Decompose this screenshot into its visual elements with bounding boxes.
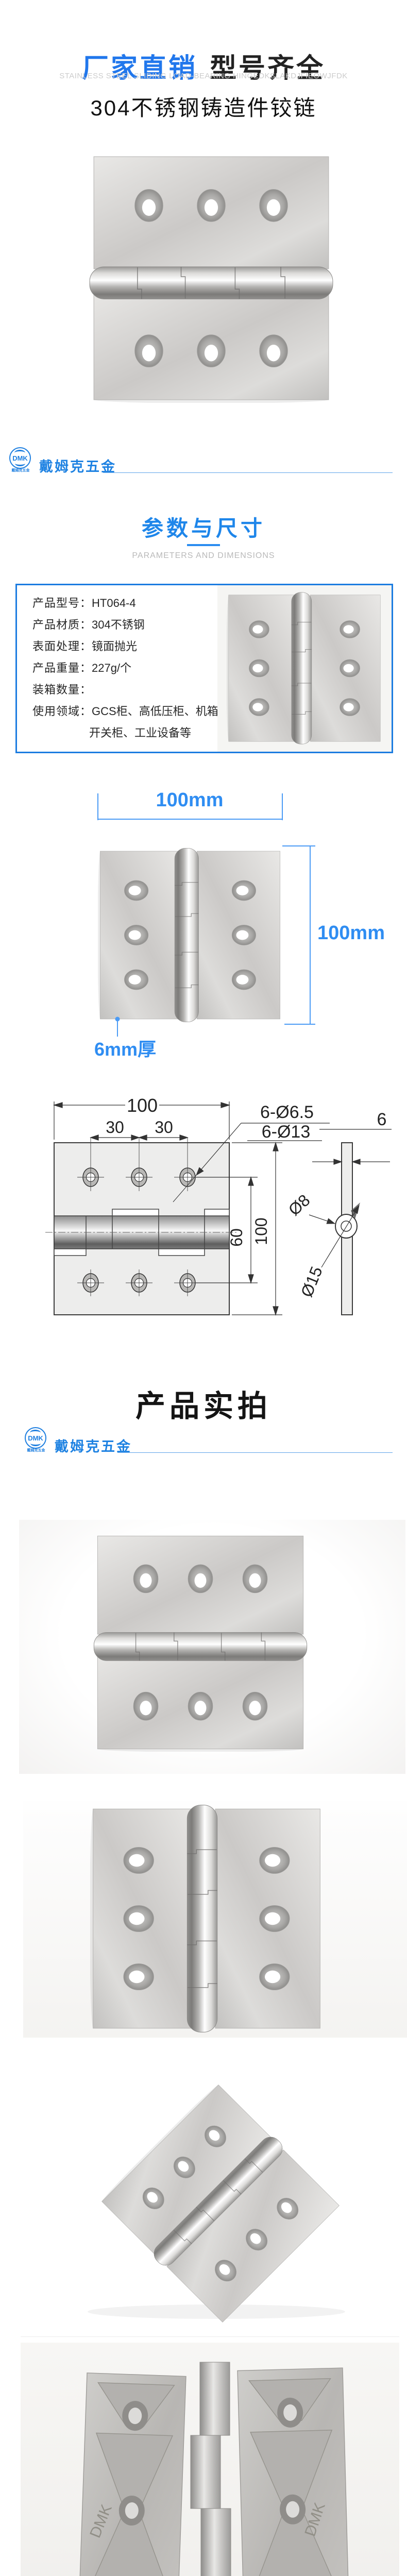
drawing-dim-pitch-left: 30 (106, 1118, 124, 1137)
spec-row-finish: 表面处理：镜面抛光 (32, 640, 138, 653)
gallery-photo-angled-hinge (88, 2074, 345, 2336)
spec-section-title: 参数与尺寸 (141, 516, 265, 540)
gallery-photo-vertical-hinge (90, 1802, 323, 2035)
gallery-photo-cast-back: DMK DMK (21, 2343, 399, 2576)
spec-section-subtitle-en: PARAMETERS AND DIMENSIONS (132, 551, 275, 560)
brand-divider (117, 1452, 393, 1453)
page-title-rest: 型号齐全 (210, 54, 326, 83)
spec-rows: 产品型号：HT064-4 产品材质：304不锈钢 表面处理：镜面抛光 产品重量：… (32, 596, 233, 747)
spec-table: 产品型号：HT064-4 产品材质：304不锈钢 表面处理：镜面抛光 产品重量：… (15, 584, 393, 753)
drawing-dim-width: 100 (127, 1095, 158, 1116)
gallery-title: 产品实拍 (135, 1389, 272, 1423)
drawing-dia-knuckle: Ø15 (297, 1264, 326, 1300)
page-title-highlight: 厂家直销 (81, 54, 197, 83)
brand-logo-abbr: DMK (28, 1434, 43, 1442)
spec-row-usage-cont: 开关柜、工业设备等 (89, 726, 192, 739)
spec-row-packing: 装箱数量： (32, 683, 92, 696)
main-product-photo (87, 154, 336, 403)
spec-row-weight: 产品重量：227g/个 (32, 662, 132, 674)
dim-thickness-label: 6mm厚 (94, 1039, 157, 1060)
drawing-callout-small-holes: 6-Ø6.5 (260, 1103, 314, 1122)
brand-logo-abbr: DMK (12, 454, 28, 462)
spec-row-material: 产品材质：304不锈钢 (32, 618, 145, 631)
brand-name: 戴姆克五金 (55, 1439, 132, 1454)
spec-photo-hinge (227, 590, 382, 746)
brand-logo-caption: 戴姆克五金 (27, 1449, 45, 1452)
spec-photo (217, 585, 392, 752)
brand-logo-icon: DMK (25, 1427, 46, 1449)
brand-name: 戴姆克五金 (39, 459, 116, 474)
technical-drawing: 100 30 30 6-Ø6.5 6-Ø13 60 100 (45, 1095, 392, 1316)
brand-logo-caption: 戴姆克五金 (11, 469, 30, 472)
cast-right-plate: DMK (237, 2367, 350, 2576)
page-subtitle-en: STAINLESS STEEL SLIDING LOAD-BEARING HIN… (59, 72, 348, 80)
dim-width-label: 100mm (156, 789, 224, 811)
drawing-dim-pitch-right: 30 (155, 1118, 173, 1137)
spec-section-underline (187, 544, 220, 546)
product-name: 304不锈钢铸造件铰链 (90, 96, 317, 120)
brand-divider (103, 472, 393, 473)
gallery-photo-front (19, 1520, 405, 1774)
gallery-photo-angled (21, 2074, 399, 2336)
size-dimension-lines (97, 793, 315, 1037)
gallery-photo-cast-hinges: DMK DMK (77, 2362, 350, 2576)
cast-left-plate: DMK (77, 2372, 186, 2576)
drawing-dim-hole-span: 60 (227, 1228, 246, 1247)
drawing-holes (77, 1138, 201, 1296)
drawing-dim-thickness: 6 (377, 1110, 387, 1129)
brand-logo-icon: DMK (9, 447, 31, 469)
cast-knuckles (190, 2362, 231, 2576)
spec-row-model: 产品型号：HT064-4 (32, 597, 136, 609)
gallery-photo-front-hinge (91, 1533, 310, 1752)
gallery-photo-vertical (23, 1801, 407, 2038)
page-title: 厂家直销型号齐全 (0, 46, 407, 85)
drawing-callout-big-holes: 6-Ø13 (262, 1122, 311, 1142)
dim-height-label: 100mm (317, 922, 385, 944)
drawing-dim-height: 100 (252, 1217, 270, 1245)
spec-row-usage: 使用领域：GCS柜、高低压柜、机箱柜 (32, 705, 230, 718)
